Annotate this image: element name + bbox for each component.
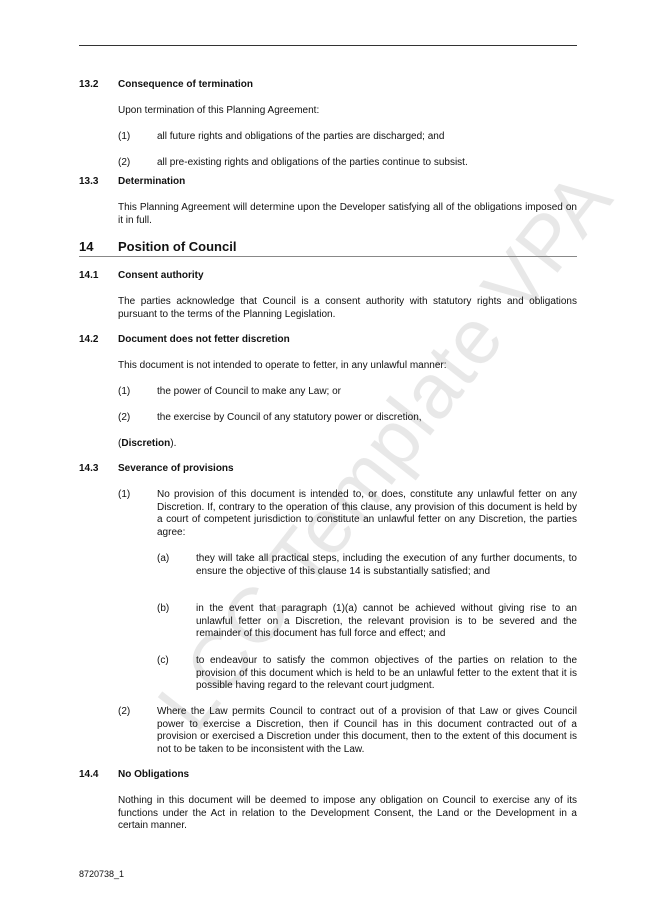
- clause-heading: No Obligations: [118, 769, 190, 780]
- item-text: the power of Council to make any Law; or: [157, 386, 341, 397]
- item-text: all pre-existing rights and obligations …: [157, 157, 468, 168]
- document-id: 8720738_1: [79, 869, 125, 879]
- subitem-text: they will take all practical steps, incl…: [196, 553, 577, 577]
- clause-number: 14.4: [79, 769, 99, 780]
- item-label: (1): [118, 489, 131, 500]
- item-label: (1): [118, 386, 131, 397]
- header-rule: [79, 45, 577, 46]
- section-heading: Position of Council: [118, 239, 237, 254]
- definition-close: ).: [170, 438, 177, 449]
- definition-open: (: [118, 438, 122, 449]
- item-text: the exercise by Council of any statutory…: [157, 412, 422, 423]
- definition-line: (Discretion).: [118, 438, 577, 451]
- item-label: (2): [118, 412, 131, 423]
- clause-text: The parties acknowledge that Council is …: [118, 296, 577, 320]
- clause-number: 14.2: [79, 334, 99, 345]
- subitem-text: to endeavour to satisfy the common objec…: [196, 655, 577, 691]
- section-number: 14: [79, 239, 94, 254]
- item-label: (2): [118, 157, 131, 168]
- item-label: (1): [118, 131, 131, 142]
- clause-heading: Consent authority: [118, 270, 204, 281]
- clause-text: Nothing in this document will be deemed …: [118, 795, 577, 831]
- defined-term: Discretion: [121, 438, 171, 449]
- clause-number: 14.1: [79, 270, 99, 281]
- subitem-label: (a): [157, 553, 170, 564]
- item-label: (2): [118, 706, 131, 717]
- clause-number: 13.3: [79, 176, 99, 187]
- clause-heading: Document does not fetter discretion: [118, 334, 290, 345]
- clause-heading: Consequence of termination: [118, 79, 254, 90]
- clause-text: This Planning Agreement will determine u…: [118, 202, 577, 226]
- clause-heading: Determination: [118, 176, 186, 187]
- subitem-label: (b): [157, 603, 170, 614]
- item-text: all future rights and obligations of the…: [157, 131, 445, 142]
- clause-heading: Severance of provisions: [118, 463, 234, 474]
- clause-number: 13.2: [79, 79, 99, 90]
- subitem-text: in the event that paragraph (1)(a) canno…: [196, 603, 577, 639]
- item-text: Where the Law permits Council to contrac…: [157, 706, 577, 755]
- section-rule: [79, 256, 577, 257]
- clause-text: Upon termination of this Planning Agreem…: [118, 105, 320, 116]
- clause-text: This document is not intended to operate…: [118, 360, 447, 371]
- item-text: No provision of this document is intende…: [157, 489, 577, 538]
- clause-number: 14.3: [79, 463, 99, 474]
- subitem-label: (c): [157, 655, 169, 666]
